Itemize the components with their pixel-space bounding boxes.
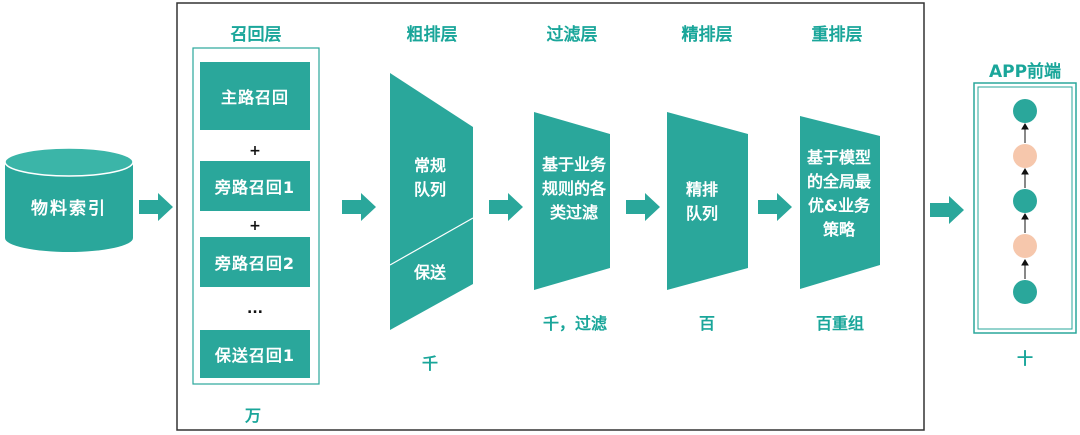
coarse-scale-note: 千 <box>421 354 438 373</box>
fine-rank-shape <box>667 112 748 290</box>
recall-item-side-2: 旁路召回2 <box>200 237 310 287</box>
feed-up-arrow <box>1021 213 1029 233</box>
feed-up-arrow <box>1021 123 1029 143</box>
rerank-shape <box>800 116 880 289</box>
recall-item-main: 主路召回 <box>200 62 310 130</box>
recall-separator: + <box>249 218 261 234</box>
arrow-fine-to-rerank <box>758 193 792 221</box>
coarse-guaranteed-label: 保送 <box>413 263 446 282</box>
recall-layer-title: 召回层 <box>230 25 282 45</box>
recall-scale-note: 万 <box>244 406 261 425</box>
filter-shape <box>534 112 610 290</box>
feed-up-arrow <box>1021 168 1029 188</box>
app-scale-note: 十 <box>1016 349 1033 368</box>
rerank-scale-note: 百重组 <box>815 314 864 333</box>
app-container-inner <box>977 86 1073 330</box>
fine-layer-title: 精排层 <box>681 25 733 45</box>
fine-queue-label: 精排队列 <box>685 180 718 223</box>
coarse-layer-title: 粗排层 <box>406 25 458 45</box>
coarse-divider-line <box>389 217 474 266</box>
recall-separator: + <box>249 143 261 159</box>
feed-item-dot <box>1013 189 1037 213</box>
app-container <box>973 82 1077 334</box>
filter-rule-label: 基于业务规则的各类过滤 <box>541 155 606 222</box>
recall-container <box>192 47 320 385</box>
coarse-normal-queue-label: 常规队列 <box>413 156 446 199</box>
pipeline-frame <box>176 2 925 431</box>
app-frontend-title: APP前端 <box>988 62 1062 82</box>
rerank-layer-title: 重排层 <box>811 25 863 45</box>
arrow-source-to-recall <box>139 193 173 221</box>
recall-separator: ... <box>247 301 263 317</box>
feed-up-arrow <box>1021 259 1029 279</box>
filter-layer-title: 过滤层 <box>546 25 598 45</box>
feed-item-dot <box>1013 280 1037 304</box>
filter-scale-note: 千，过滤 <box>542 314 607 333</box>
recall-item-side-1: 旁路召回1 <box>200 161 310 211</box>
feed-item-dot <box>1013 234 1037 258</box>
material-index-cylinder <box>4 147 134 252</box>
arrow-filter-to-fine <box>626 193 660 221</box>
fine-scale-note: 百 <box>698 314 715 333</box>
feed-item-dot <box>1013 99 1037 123</box>
arrow-rerank-to-app <box>930 196 964 224</box>
arrow-coarse-to-filter <box>489 193 523 221</box>
arrow-recall-to-coarse <box>342 193 376 221</box>
rerank-strategy-label: 基于模型的全局最优&业务策略 <box>806 148 871 239</box>
coarse-rank-shape <box>390 73 473 330</box>
material-index-label: 物料索引 <box>31 199 107 219</box>
feed-item-dot <box>1013 144 1037 168</box>
recall-item-guaranteed: 保送召回1 <box>200 330 310 378</box>
